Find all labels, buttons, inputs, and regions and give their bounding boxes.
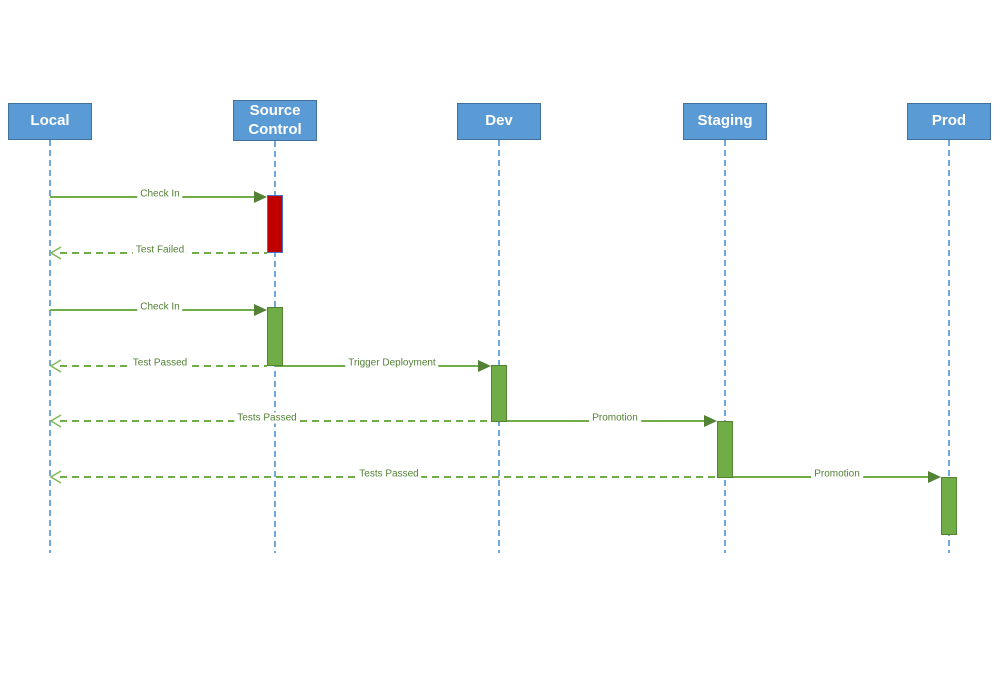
activation-bar-green-dev	[491, 365, 507, 422]
lifeline-local	[49, 140, 51, 553]
activation-bar-green-prod	[941, 477, 957, 535]
lifeline-dev	[498, 140, 500, 553]
open-arrowhead-icon	[48, 413, 64, 429]
actor-box-source-control: Source Control	[233, 100, 317, 141]
filled-arrowhead-icon	[704, 415, 717, 427]
filled-arrowhead-icon	[254, 191, 267, 203]
message-label-check-in: Check In	[137, 188, 183, 200]
activation-bar-red-source-control	[267, 195, 283, 253]
filled-arrowhead-icon	[928, 471, 941, 483]
open-arrowhead-icon	[48, 245, 64, 261]
filled-arrowhead-icon	[254, 304, 267, 316]
actor-box-prod: Prod	[907, 103, 991, 140]
message-label-promotion: Promotion	[811, 468, 863, 480]
actor-box-dev: Dev	[457, 103, 541, 140]
activation-bar-green-staging	[717, 421, 733, 478]
message-label-tests-passed: Tests Passed	[356, 468, 422, 480]
filled-arrowhead-icon	[478, 360, 491, 372]
open-arrowhead-icon	[48, 358, 64, 374]
message-label-trigger-deployment: Trigger Deployment	[345, 357, 439, 369]
message-label-tests-passed: Tests Passed	[234, 412, 300, 424]
message-label-check-in: Check In	[137, 301, 183, 313]
lifeline-prod	[948, 140, 950, 553]
message-label-promotion: Promotion	[589, 412, 641, 424]
lifeline-staging	[724, 140, 726, 553]
actor-box-local: Local	[8, 103, 92, 140]
open-arrowhead-icon	[48, 469, 64, 485]
actor-box-staging: Staging	[683, 103, 767, 140]
activation-bar-green-source-control	[267, 307, 283, 366]
message-label-test-passed: Test Passed	[129, 357, 191, 369]
message-label-test-failed: Test Failed	[132, 244, 188, 256]
